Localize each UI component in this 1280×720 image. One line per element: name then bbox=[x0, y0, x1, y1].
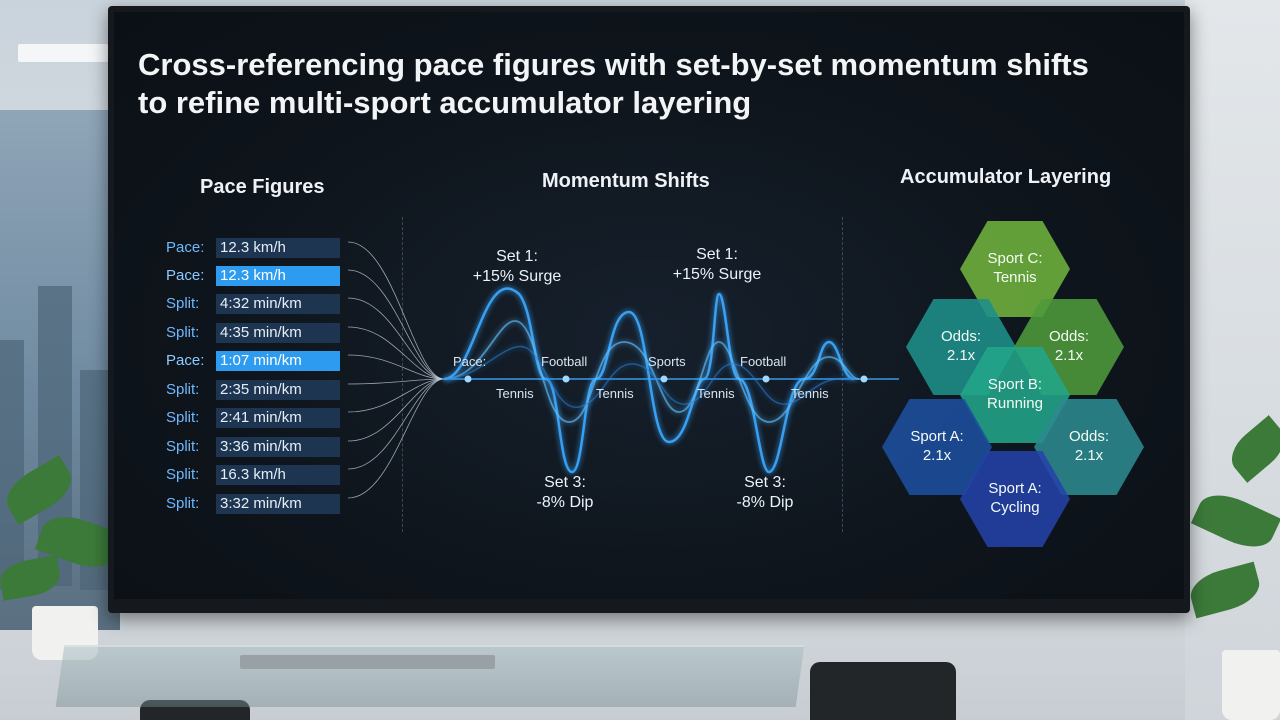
pace-row-value: 4:32 min/km bbox=[216, 294, 340, 314]
connector-line bbox=[347, 269, 445, 380]
pace-row-label: Split: bbox=[166, 438, 200, 455]
momentum-wave-main bbox=[443, 287, 855, 474]
accumulator-hex-label: Sport B: Running bbox=[987, 376, 1043, 412]
plant-pot bbox=[1222, 650, 1280, 720]
pace-row-label: Split: bbox=[166, 295, 200, 312]
chair bbox=[810, 662, 956, 720]
column-divider bbox=[842, 217, 843, 532]
city-building bbox=[0, 340, 24, 590]
pace-row-label: Pace: bbox=[166, 352, 205, 369]
display-screen: Cross-referencing pace figures with set-… bbox=[114, 12, 1184, 599]
connector-line bbox=[347, 354, 445, 380]
wave-node bbox=[860, 375, 868, 383]
dip-label-1: Set 3: -8% Dip bbox=[520, 473, 610, 513]
pace-row-value: 16.3 km/h bbox=[216, 465, 340, 485]
pace-row-value: 12.3 km/h bbox=[216, 238, 340, 258]
ceiling-light bbox=[18, 44, 108, 62]
accumulator-hex-label: Odds: 2.1x bbox=[940, 328, 982, 364]
connector-line bbox=[347, 378, 445, 413]
pace-row-label: Split: bbox=[166, 381, 200, 398]
column-divider bbox=[402, 217, 403, 532]
axis-label: Tennis bbox=[791, 386, 829, 401]
pace-row-label: Split: bbox=[166, 409, 200, 426]
surge-label-1: Set 1: +15% Surge bbox=[462, 247, 572, 287]
surge-label-2: Set 1: +15% Surge bbox=[662, 245, 772, 285]
surge-label-1-text: Set 1: +15% Surge bbox=[472, 248, 562, 285]
accumulator-layering-heading: Accumulator Layering bbox=[900, 166, 1112, 188]
page-title: Cross-referencing pace figures with set-… bbox=[138, 47, 1089, 120]
momentum-shifts-heading: Momentum Shifts bbox=[542, 170, 710, 192]
window bbox=[0, 110, 120, 630]
connector-line bbox=[347, 378, 445, 499]
accumulator-hex-label: Sport A: Cycling bbox=[988, 480, 1042, 516]
pace-row-value: 1:07 min/km bbox=[216, 351, 340, 371]
connector-line bbox=[347, 378, 445, 385]
axis-label: Football bbox=[541, 354, 588, 369]
accumulator-hex-label: Sport C: Tennis bbox=[987, 250, 1043, 286]
wall-display: Cross-referencing pace figures with set-… bbox=[108, 6, 1190, 613]
axis-label: Football bbox=[740, 354, 787, 369]
connector-line bbox=[347, 241, 445, 380]
pace-row-label: Split: bbox=[166, 324, 200, 341]
pace-row-label: Pace: bbox=[166, 267, 205, 284]
axis-label: Pace: bbox=[453, 354, 487, 369]
pace-row-value: 3:36 min/km bbox=[216, 437, 340, 457]
pace-figures-heading: Pace Figures bbox=[200, 176, 325, 198]
pace-row-label: Pace: bbox=[166, 239, 205, 256]
pace-row-value: 2:41 min/km bbox=[216, 408, 340, 428]
wave-node bbox=[762, 375, 770, 383]
axis-label: Tennis bbox=[496, 386, 534, 401]
wave-node bbox=[660, 375, 668, 383]
axis-label: Sports bbox=[648, 354, 686, 369]
accumulator-hex-label: Sport A: 2.1x bbox=[910, 428, 964, 464]
connector-line bbox=[347, 326, 445, 380]
pace-row-value: 4:35 min/km bbox=[216, 323, 340, 343]
accumulator-hex-label: Odds: 2.1x bbox=[1048, 328, 1090, 364]
dip-label-2: Set 3: -8% Dip bbox=[720, 473, 810, 513]
axis-label: Tennis bbox=[596, 386, 634, 401]
momentum-wave-secondary bbox=[443, 320, 860, 423]
laptop bbox=[240, 655, 495, 669]
connector-line bbox=[347, 378, 445, 470]
wave-node bbox=[464, 375, 472, 383]
pace-row-label: Split: bbox=[166, 495, 200, 512]
momentum-wave-diagram bbox=[347, 241, 899, 499]
dip-label-1-text: Set 3: -8% Dip bbox=[536, 474, 594, 511]
pace-row-value: 3:32 min/km bbox=[216, 494, 340, 514]
pace-row-value: 12.3 km/h bbox=[216, 266, 340, 286]
connector-line bbox=[347, 297, 445, 380]
pace-row-value: 2:35 min/km bbox=[216, 380, 340, 400]
accumulator-hex-label: Odds: 2.1x bbox=[1068, 428, 1110, 464]
connector-line bbox=[347, 378, 445, 442]
surge-label-2-text: Set 1: +15% Surge bbox=[672, 246, 762, 283]
wave-node bbox=[562, 375, 570, 383]
axis-label: Tennis bbox=[697, 386, 735, 401]
pace-row-label: Split: bbox=[166, 466, 200, 483]
dip-label-2-text: Set 3: -8% Dip bbox=[736, 474, 794, 511]
momentum-wave-tertiary bbox=[443, 345, 855, 408]
